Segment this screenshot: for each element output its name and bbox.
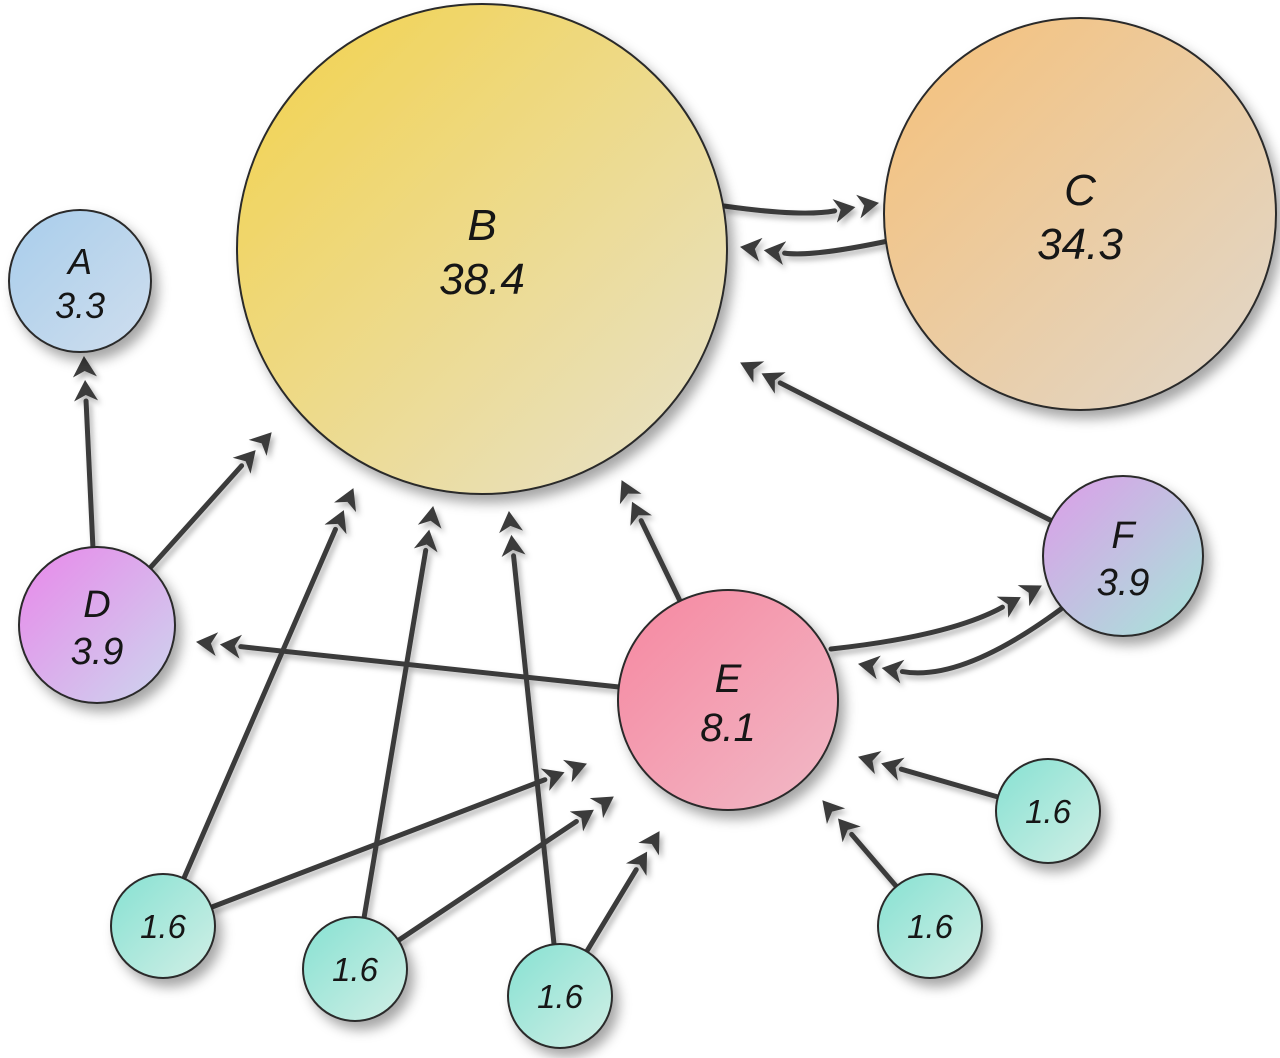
edge-layer [72, 194, 1064, 954]
node-circle-S4 [877, 873, 983, 979]
node-F: F 3.9 [1042, 475, 1204, 637]
edge-E-B [619, 480, 683, 604]
node-value-D: 3.9 [71, 631, 124, 673]
node-circle-E [617, 589, 839, 811]
node-value-E: 8.1 [700, 706, 756, 750]
node-value-S1: 1.6 [140, 908, 187, 945]
node-B: B 38.4 [236, 3, 728, 495]
edge-E-F [828, 585, 1042, 652]
node-letter-C: C [1064, 166, 1097, 215]
edge-S5-E [858, 750, 1001, 800]
node-circle-S3 [507, 943, 613, 1049]
node-letter-B: B [467, 201, 496, 250]
node-S4: 1.6 [877, 873, 983, 979]
edge-F-B [740, 361, 1055, 524]
node-value-S2: 1.6 [332, 951, 379, 988]
edge-E-D [196, 632, 622, 690]
node-E: E 8.1 [617, 589, 839, 811]
node-S1: 1.6 [110, 873, 216, 979]
edge-S2-B [361, 506, 442, 921]
node-value-F: 3.9 [1097, 562, 1150, 604]
node-circle-C [883, 17, 1277, 411]
node-letter-A: A [66, 241, 92, 282]
node-letter-D: D [83, 584, 110, 626]
node-letter-F: F [1111, 515, 1136, 557]
node-value-B: 38.4 [439, 255, 525, 304]
node-S3: 1.6 [507, 943, 613, 1049]
node-S2: 1.6 [302, 916, 408, 1022]
node-circle-S1 [110, 873, 216, 979]
node-A: A3.3 [8, 209, 152, 353]
edge-C-B [740, 237, 891, 266]
edge-F-E [858, 606, 1064, 684]
node-value-C: 34.3 [1037, 220, 1123, 269]
node-circle-B [236, 3, 728, 495]
node-circle-F [1042, 475, 1204, 637]
edge-S2-E [396, 796, 614, 943]
node-circle-D [18, 546, 176, 704]
edge-S1-B [181, 488, 357, 881]
node-value-S4: 1.6 [907, 908, 954, 945]
node-layer: A3.3 B 38.4 C 34.3D 3.9E 8.1 F 3.9 1.6 1.6 1.6 1.6 1.… [8, 3, 1277, 1049]
node-S5: 1.6 [995, 758, 1101, 864]
node-circle-A [8, 209, 152, 353]
edge-B-C [721, 194, 879, 223]
node-value-S5: 1.6 [1025, 793, 1072, 830]
edge-S4-E [822, 800, 899, 889]
edge-D-B [147, 432, 272, 571]
edge-S3-B [499, 511, 557, 947]
node-circle-S5 [995, 758, 1101, 864]
node-value-S3: 1.6 [537, 978, 584, 1015]
node-D: D 3.9 [18, 546, 176, 704]
node-value-A: 3.3 [55, 285, 105, 326]
node-circle-S2 [302, 916, 408, 1022]
edge-D-A [72, 356, 99, 552]
node-letter-E: E [715, 657, 743, 701]
node-C: C 34.3 [883, 17, 1277, 411]
edge-S3-E [584, 831, 660, 954]
